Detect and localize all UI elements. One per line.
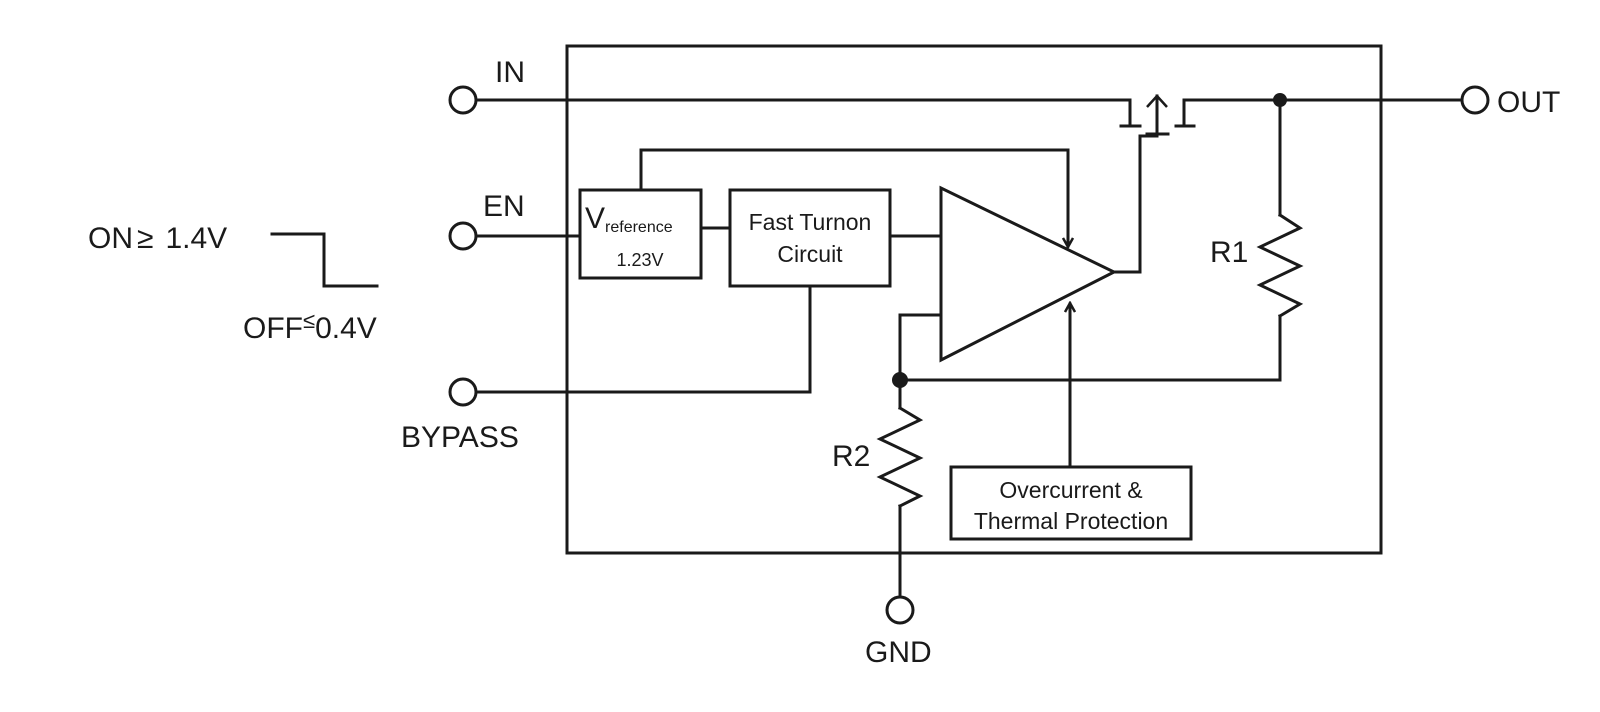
label-r1: R1 [1210, 236, 1248, 269]
r1-resistor [1256, 212, 1304, 319]
label-out: OUT [1497, 86, 1560, 119]
pin-in [448, 85, 478, 115]
vref-label: Vreference [585, 202, 673, 236]
pin-bypass [448, 377, 478, 407]
vref-feed-wire [639, 148, 1068, 246]
fast-turnon-line2: Circuit [777, 241, 843, 267]
label-bypass: BYPASS [401, 421, 519, 454]
enable-on-label: ON≥1.4V [88, 222, 227, 255]
protection-block [949, 465, 1193, 541]
error-amplifier [939, 185, 1118, 363]
gate-wire [1116, 134, 1159, 274]
vref-value: 1.23V [616, 250, 663, 270]
ic-outline [565, 44, 1383, 555]
enable-waveform [270, 232, 379, 288]
r2-resistor [876, 405, 924, 509]
vref-block [578, 188, 703, 280]
label-r2: R2 [832, 440, 870, 473]
label-in: IN [495, 56, 525, 89]
enable-off-label: OFF≤0.4V [243, 308, 377, 345]
fast-turnon-line1: Fast Turnon [749, 209, 872, 235]
pin-gnd [885, 595, 915, 625]
protection-line2: Thermal Protection [974, 508, 1168, 534]
label-en: EN [483, 190, 525, 223]
protection-line1: Overcurrent & [999, 477, 1142, 503]
fast-turnon-block [728, 188, 892, 288]
pin-out [1460, 85, 1490, 115]
pass-mosfet [1119, 94, 1464, 138]
bypass-wire [476, 284, 812, 394]
label-gnd: GND [865, 636, 932, 669]
pin-en [448, 221, 478, 251]
